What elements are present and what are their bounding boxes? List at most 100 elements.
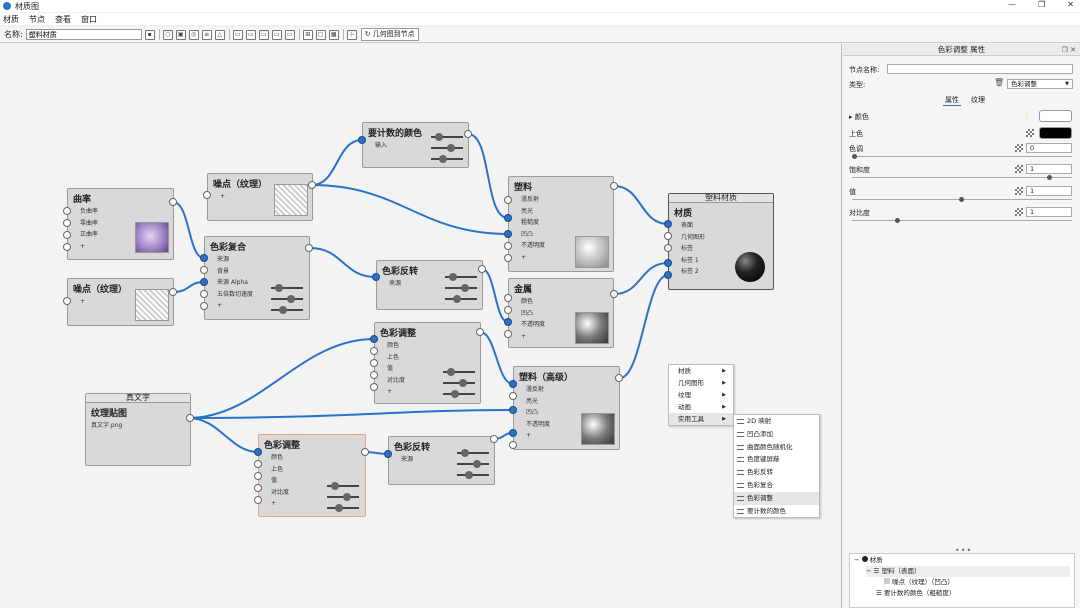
- input-port-connected[interactable]: [664, 259, 672, 267]
- slider[interactable]: [431, 144, 463, 152]
- output-port[interactable]: [476, 328, 484, 336]
- slider[interactable]: [445, 284, 477, 292]
- slider[interactable]: [445, 273, 477, 281]
- output-port[interactable]: [610, 182, 618, 190]
- input-port-connected[interactable]: [664, 220, 672, 228]
- slider[interactable]: [443, 390, 475, 398]
- slider[interactable]: [327, 493, 359, 501]
- tab-properties[interactable]: 属性: [943, 96, 961, 106]
- contrast-slider[interactable]: [852, 218, 1072, 223]
- context-menu-item-utilities[interactable]: 实用工具▶: [669, 413, 733, 425]
- name-input[interactable]: [25, 29, 142, 40]
- output-port[interactable]: [615, 374, 623, 382]
- input-port-connected[interactable]: [504, 214, 512, 222]
- close-icon[interactable]: ✕: [1070, 46, 1076, 54]
- texture-toggle-icon[interactable]: [1026, 129, 1034, 137]
- node-color-to-count[interactable]: 要计数的颜色 输入: [362, 122, 469, 168]
- submenu-item-bump-add[interactable]: 凹凸添加: [734, 428, 819, 441]
- texture-toggle-icon[interactable]: [1015, 208, 1023, 216]
- submenu-item-color-composite[interactable]: 色彩复合: [734, 479, 819, 492]
- node-color-invert-2[interactable]: 色彩反转 来源: [388, 436, 495, 485]
- input-port[interactable]: [254, 472, 262, 480]
- input-port-connected[interactable]: [664, 271, 672, 279]
- menu-window[interactable]: 窗口: [81, 14, 97, 24]
- node-material[interactable]: 塑料材质 材质 表面 几何图形 标签 标签 1 标签 2: [668, 193, 774, 290]
- close-button[interactable]: ✕: [1067, 0, 1074, 9]
- input-port-connected[interactable]: [200, 254, 208, 262]
- input-port[interactable]: [370, 347, 378, 355]
- input-port[interactable]: [504, 294, 512, 302]
- maximize-button[interactable]: ❐: [1038, 0, 1046, 9]
- slider[interactable]: [457, 460, 489, 468]
- context-menu-item-material[interactable]: 材质▶: [669, 365, 733, 377]
- input-port[interactable]: [504, 330, 512, 338]
- input-port[interactable]: [200, 266, 208, 274]
- input-port[interactable]: [370, 383, 378, 391]
- input-port[interactable]: [203, 191, 211, 199]
- input-port-connected[interactable]: [509, 380, 517, 388]
- convert-button[interactable]: ↻ 几何图到节点: [360, 28, 419, 41]
- submenu-item-color-adjust[interactable]: 色彩调整: [734, 491, 819, 505]
- input-port[interactable]: [254, 496, 262, 504]
- slider[interactable]: [431, 133, 463, 141]
- tree-item-color-count[interactable]: ☰ 要计数的颜色（粗糙度）: [876, 588, 955, 599]
- node-color-adjust-1[interactable]: 色彩调整 颜色 上色 值 对比度 +: [374, 322, 481, 404]
- node-noise-top[interactable]: 噪点（纹理） +: [207, 173, 313, 221]
- color-section-toggle[interactable]: ▸ 颜色: [849, 112, 869, 122]
- texture-toggle-icon[interactable]: [1015, 144, 1023, 152]
- input-port-connected[interactable]: [504, 230, 512, 238]
- slider[interactable]: [443, 379, 475, 387]
- render-icon[interactable]: ▣: [175, 29, 186, 40]
- float-icon[interactable]: ❐: [1061, 46, 1068, 54]
- tree-item-plastic[interactable]: − ☰ 塑料（表面）: [866, 566, 1070, 577]
- input-port[interactable]: [509, 392, 517, 400]
- input-port[interactable]: [370, 371, 378, 379]
- context-menu-item-texture[interactable]: 纹理▶: [669, 389, 733, 401]
- slider[interactable]: [271, 306, 303, 314]
- output-port[interactable]: [490, 435, 498, 443]
- tab-texture[interactable]: 纹理: [971, 96, 985, 104]
- value-slider[interactable]: [852, 197, 1072, 202]
- output-port[interactable]: [186, 414, 194, 422]
- output-port[interactable]: [478, 265, 486, 273]
- input-port-connected[interactable]: [509, 429, 517, 437]
- input-port[interactable]: [504, 254, 512, 262]
- slider[interactable]: [327, 482, 359, 490]
- output-port[interactable]: [305, 244, 313, 252]
- node-canvas[interactable]: 曲率 负曲率 零曲率 正曲率 + 噪点（纹理） + 噪点（纹理） + 色彩复合 …: [0, 44, 842, 608]
- submenu-item-color-to-count[interactable]: 要计数的颜色: [734, 505, 819, 518]
- splitter-handle[interactable]: •••: [955, 546, 973, 555]
- contrast-input[interactable]: 1: [1026, 207, 1072, 217]
- slider[interactable]: [457, 449, 489, 457]
- paste-icon[interactable]: ▭: [245, 29, 256, 40]
- slider[interactable]: [271, 284, 303, 292]
- value-input[interactable]: 1: [1026, 186, 1072, 196]
- slider[interactable]: [431, 155, 463, 163]
- output-port[interactable]: [361, 448, 369, 456]
- node-plastic-advanced[interactable]: 塑料（高级） 漫反射 亮光 凹凸 不透明度 +: [513, 366, 620, 450]
- saturation-input[interactable]: 1: [1026, 164, 1072, 174]
- input-port-connected[interactable]: [370, 335, 378, 343]
- hue-input[interactable]: 0: [1026, 143, 1072, 153]
- texture-toggle-icon[interactable]: [1015, 165, 1023, 173]
- slider[interactable]: [457, 471, 489, 479]
- input-port[interactable]: [63, 297, 71, 305]
- menu-view[interactable]: 查看: [55, 14, 71, 24]
- input-port[interactable]: [504, 306, 512, 314]
- input-port[interactable]: [509, 441, 517, 449]
- input-port[interactable]: [504, 196, 512, 204]
- copy-icon[interactable]: ▭: [232, 29, 243, 40]
- output-port[interactable]: [169, 198, 177, 206]
- input-port[interactable]: [254, 484, 262, 492]
- input-port-connected[interactable]: [372, 273, 380, 281]
- grid-icon[interactable]: ▦: [328, 29, 339, 40]
- delete-icon[interactable]: ▭: [271, 29, 282, 40]
- type-select[interactable]: 色彩调整▼: [1007, 79, 1073, 89]
- node-curvature[interactable]: 曲率 负曲率 零曲率 正曲率 +: [67, 188, 174, 260]
- input-port[interactable]: [254, 460, 262, 468]
- context-menu-item-geometry[interactable]: 几何图形▶: [669, 377, 733, 389]
- texture-toggle-icon[interactable]: [1015, 187, 1023, 195]
- save-icon[interactable]: ▪: [144, 29, 155, 40]
- tree-item-root[interactable]: − 材质: [854, 555, 883, 566]
- target-icon[interactable]: ◎: [188, 29, 199, 40]
